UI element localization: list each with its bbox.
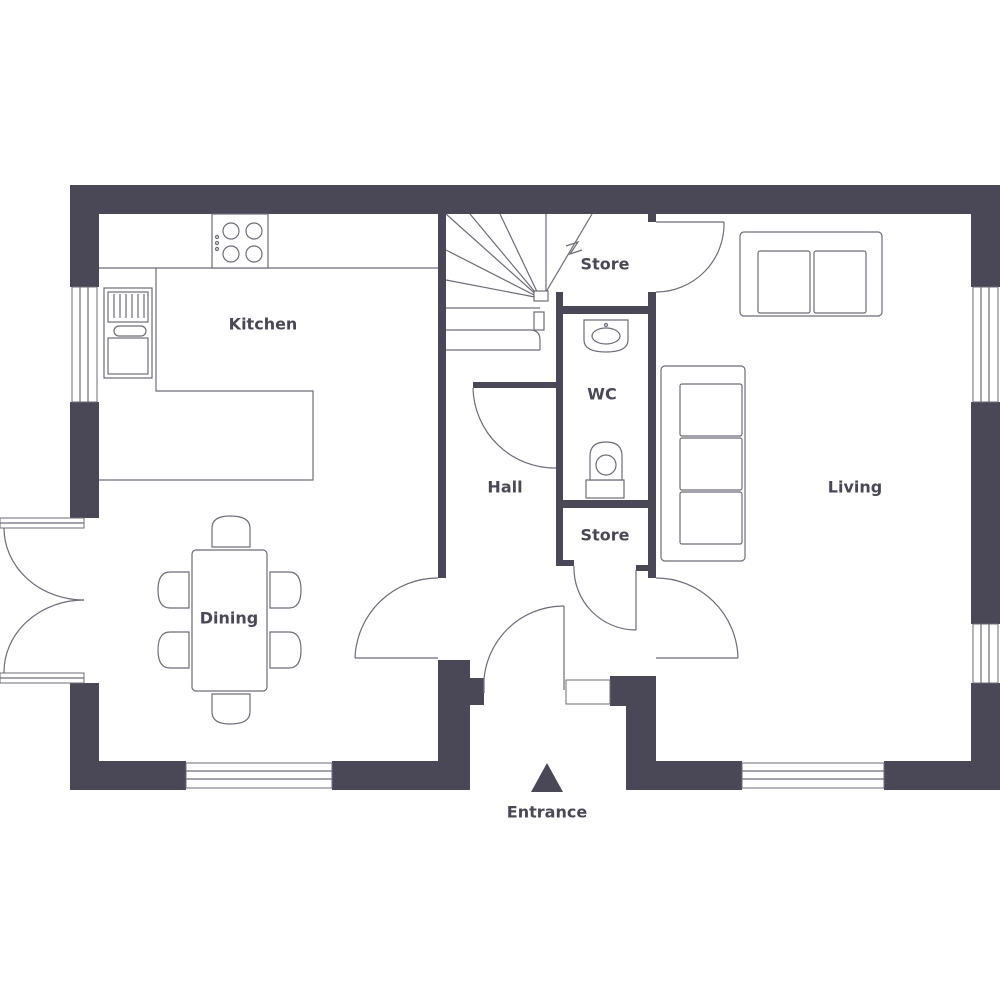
window-kitchen-left (71, 286, 98, 403)
wall-top (70, 185, 1000, 214)
wall-bottom-right-a (626, 761, 742, 790)
label-dining: Dining (200, 609, 258, 628)
label-store-top: Store (581, 255, 630, 274)
entrance-arrow-icon (531, 763, 563, 792)
wall-hall-right-upper (648, 214, 656, 222)
label-entrance: Entrance (507, 803, 588, 822)
toilet-icon (585, 479, 625, 499)
room-labels: Kitchen Dining Hall Store WC Store Livin… (200, 255, 882, 822)
french-doors (0, 517, 85, 684)
living-furniture (660, 231, 883, 562)
wall-wc-top-ext (473, 382, 563, 388)
wall-wc-left (556, 386, 563, 502)
wall-entrance-left-jamb (438, 678, 484, 705)
wall-bottom-left-a (70, 761, 186, 790)
stairs (445, 213, 593, 351)
wc-fixtures (583, 319, 629, 499)
label-living: Living (828, 478, 882, 497)
wall-store2-left (556, 506, 563, 566)
wall-store2-right-stub (636, 565, 656, 571)
wall-living-left-b (648, 500, 656, 578)
window-living-bottom (741, 762, 885, 789)
wall-right-mid (971, 402, 1000, 624)
wall-entrance-right-jamb (610, 676, 656, 706)
wall-right-lower (971, 683, 1000, 790)
wall-kitchen-hall (438, 214, 446, 578)
label-hall: Hall (487, 478, 522, 497)
doors (354, 221, 739, 705)
kitchen-fixtures (99, 213, 438, 481)
label-store-bottom: Store (581, 526, 630, 545)
wall-store2-bottom (556, 560, 574, 566)
wall-right-upper (971, 185, 1000, 287)
dining-table (157, 515, 302, 725)
wall-living-left-a (648, 292, 656, 502)
basin-icon (583, 319, 629, 353)
window-living-right-upper (972, 286, 999, 403)
label-wc: WC (587, 385, 616, 404)
label-kitchen: Kitchen (229, 315, 298, 334)
wall-left-upper (70, 185, 99, 287)
window-living-right-lower (972, 623, 999, 684)
wall-left-mid (70, 402, 99, 518)
internal-walls (438, 214, 656, 578)
wall-store-left (556, 292, 563, 386)
window-dining-bottom (185, 762, 333, 789)
outer-walls (70, 185, 1000, 790)
windows (71, 286, 999, 789)
wall-wc-bottom (556, 500, 656, 508)
wall-store-bottom (556, 306, 656, 314)
